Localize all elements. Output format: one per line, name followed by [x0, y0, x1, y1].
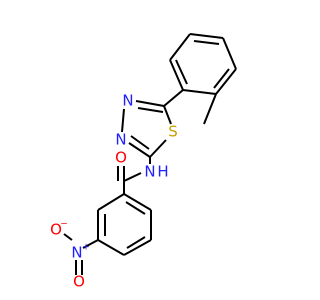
bond: [213, 68, 230, 89]
molecule-canvas: N N S N H O N + O − O: [50, 33, 237, 291]
nitro-o1-charge: −: [60, 220, 68, 230]
bond: [222, 37, 237, 70]
bond: [175, 59, 188, 85]
molecule-structure: N N S N H O N + O − O: [50, 33, 237, 291]
bond: [182, 89, 217, 95]
bond: [128, 142, 151, 158]
atom-nh-n: N: [144, 163, 155, 181]
bond: [63, 233, 73, 241]
bond: [126, 236, 146, 249]
bond: [123, 193, 152, 211]
bond: [82, 239, 99, 249]
bond: [203, 93, 217, 125]
bond: [169, 33, 191, 61]
bond: [97, 239, 125, 256]
thiadiazole-ring: [121, 89, 184, 164]
tolyl-ring: [169, 33, 237, 125]
bond: [215, 68, 237, 95]
bond: [137, 107, 164, 113]
nitro-n-charge: +: [82, 243, 90, 253]
bond: [97, 193, 125, 211]
bond: [163, 105, 172, 125]
atom-nh-h: H: [157, 163, 168, 181]
bond: [193, 40, 220, 45]
atom-n2: N: [115, 131, 126, 149]
bond: [121, 108, 125, 133]
bond: [189, 33, 224, 39]
bond: [125, 201, 146, 215]
atom-s: S: [168, 123, 178, 141]
bond: [135, 100, 165, 107]
bond: [169, 59, 184, 91]
atom-nitro-o1: O: [50, 221, 62, 239]
bond: [123, 172, 142, 182]
atom-nitro-o2: O: [73, 273, 85, 291]
atom-nitro-n: N: [71, 244, 82, 262]
nitrobenzene-ring: [63, 193, 152, 275]
bond: [149, 139, 167, 158]
bond: [163, 89, 184, 107]
bond: [123, 239, 152, 256]
bond: [130, 135, 150, 150]
amide-group: [117, 166, 142, 194]
atom-n1: N: [122, 92, 133, 110]
atom-carbonyl-o: O: [115, 149, 127, 167]
